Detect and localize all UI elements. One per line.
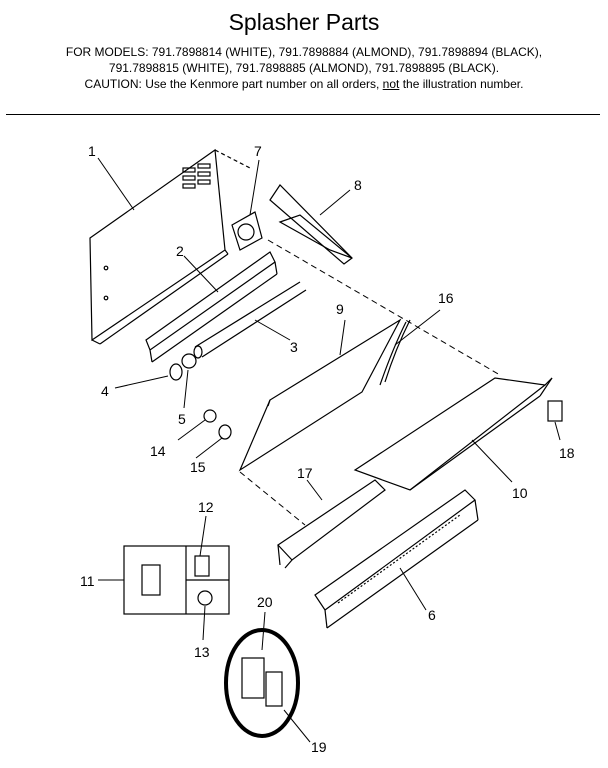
callout-9: 9 (336, 301, 344, 317)
callout-1: 1 (88, 143, 96, 159)
part-11-kit-box (123, 545, 230, 615)
part-5-bearing (181, 353, 197, 369)
callout-5: 5 (178, 411, 186, 427)
part-10-splasher (353, 377, 553, 491)
caution-note: CAUTION: Use the Kenmore part number on … (0, 76, 608, 92)
leader-lines (97, 157, 561, 743)
part-2-channel (145, 251, 278, 363)
callout-6: 6 (428, 607, 436, 623)
callout-19: 19 (311, 739, 327, 755)
callout-16: 16 (438, 290, 454, 306)
part-8-bracket (269, 184, 353, 265)
callout-3: 3 (290, 339, 298, 355)
part-14-washer (203, 409, 217, 423)
callout-12: 12 (198, 499, 214, 515)
inset-circle-19-20 (224, 628, 300, 738)
callout-15: 15 (190, 459, 206, 475)
caution-not: not (382, 77, 400, 91)
callout-2: 2 (176, 243, 184, 259)
callout-10: 10 (512, 485, 528, 501)
callout-17: 17 (297, 465, 313, 481)
part-17-rail (277, 479, 386, 569)
part-1-back-panel (89, 148, 251, 345)
callout-13: 13 (194, 644, 210, 660)
callout-18: 18 (559, 445, 575, 461)
callout-14: 14 (150, 443, 166, 459)
callout-11: 11 (80, 573, 95, 589)
caution-prefix: CAUTION: Use the Kenmore part number on … (84, 77, 383, 91)
callout-7: 7 (254, 143, 262, 159)
diagram-header: Splasher Parts FOR MODELS: 791.7898814 (… (0, 0, 608, 92)
callout-8: 8 (354, 177, 362, 193)
part-15-knob (218, 424, 232, 440)
callout-20: 20 (257, 594, 273, 610)
part-16-trim-strip (379, 319, 411, 386)
part-18-clip (547, 400, 563, 422)
callout-4: 4 (101, 383, 109, 399)
part-3-rod (193, 281, 307, 359)
page-title: Splasher Parts (228, 9, 380, 35)
models-line-2: 791.7898815 (WHITE), 791.7898885 (ALMOND… (108, 61, 500, 75)
part-9-glass-panel (238, 318, 402, 472)
part-7-fan (231, 211, 263, 251)
part-6-trim-bar (314, 489, 479, 629)
caution-suffix: the illustration number. (399, 77, 524, 91)
header-divider (6, 114, 600, 115)
models-line-1: FOR MODELS: 791.7898814 (WHITE), 791.789… (65, 45, 543, 59)
part-4-cap (169, 363, 183, 381)
